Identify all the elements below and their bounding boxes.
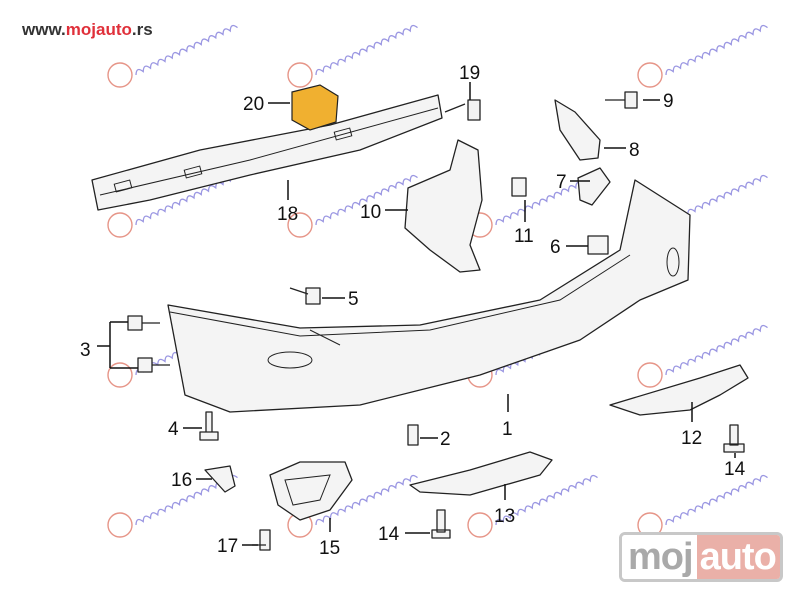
- callout-8: 8: [629, 140, 640, 161]
- watermark-scribble: [315, 174, 418, 226]
- callout-17: 17: [217, 536, 238, 557]
- part-lower-cover-right: [609, 364, 749, 416]
- logo-right: auto: [696, 535, 780, 579]
- part-side-bracket: [554, 99, 601, 161]
- part-bolts: [127, 91, 745, 551]
- watermark-logo: [637, 362, 663, 388]
- watermark-scribble: [495, 474, 598, 526]
- callout-7: 7: [556, 172, 567, 193]
- watermark-scribble: [315, 24, 418, 76]
- watermark-scribble: [135, 24, 238, 76]
- callout-4: 4: [168, 419, 179, 440]
- part-bumper-cover: [167, 179, 691, 413]
- part-lower-cover-center: [409, 451, 553, 496]
- callout-14-right: 14: [724, 459, 746, 480]
- watermark-logo: [287, 62, 313, 88]
- callouts: 20 19 9 8 7 18 10 11 6 5 3 4 2 1 12 14 1…: [80, 63, 746, 559]
- callout-3: 3: [80, 340, 91, 361]
- callout-14-center: 14: [378, 524, 400, 545]
- watermark-scribble: [665, 474, 768, 526]
- callout-12: 12: [681, 428, 702, 449]
- callout-5: 5: [348, 289, 359, 310]
- callout-10: 10: [360, 202, 381, 223]
- callout-16: 16: [171, 470, 192, 491]
- callout-13: 13: [494, 506, 515, 527]
- logo-left: moj: [622, 535, 697, 579]
- part-bracket-highlighted: [291, 84, 339, 131]
- callout-19: 19: [459, 63, 480, 84]
- callout-2: 2: [440, 429, 451, 450]
- watermark-logo: [107, 362, 133, 388]
- callout-20: 20: [243, 94, 264, 115]
- callout-18: 18: [277, 204, 298, 225]
- url-brand: mojauto: [65, 20, 132, 39]
- watermark-logo: [637, 62, 663, 88]
- part-reinforcement-bar: [91, 94, 443, 211]
- part-retainer: [577, 167, 611, 206]
- website-url[interactable]: www.mojauto.rs: [22, 20, 153, 40]
- watermark-logo: [107, 62, 133, 88]
- callout-11: 11: [514, 226, 534, 247]
- watermark-logo: [107, 512, 133, 538]
- callout-6: 6: [550, 237, 561, 258]
- watermark-logo: [287, 212, 313, 238]
- watermark-logo: [467, 512, 493, 538]
- part-splash-shield: [404, 139, 483, 273]
- url-prefix: www.: [22, 20, 66, 39]
- watermark-scribble: [315, 474, 418, 526]
- part-lamp-bezel: [269, 461, 353, 521]
- callout-15: 15: [319, 538, 340, 559]
- watermark-logo: [107, 212, 133, 238]
- callout-1: 1: [502, 419, 513, 440]
- url-suffix: .rs: [131, 20, 153, 39]
- watermark-scribble: [665, 24, 768, 76]
- callout-9: 9: [663, 91, 674, 112]
- watermark-scribble: [665, 324, 768, 376]
